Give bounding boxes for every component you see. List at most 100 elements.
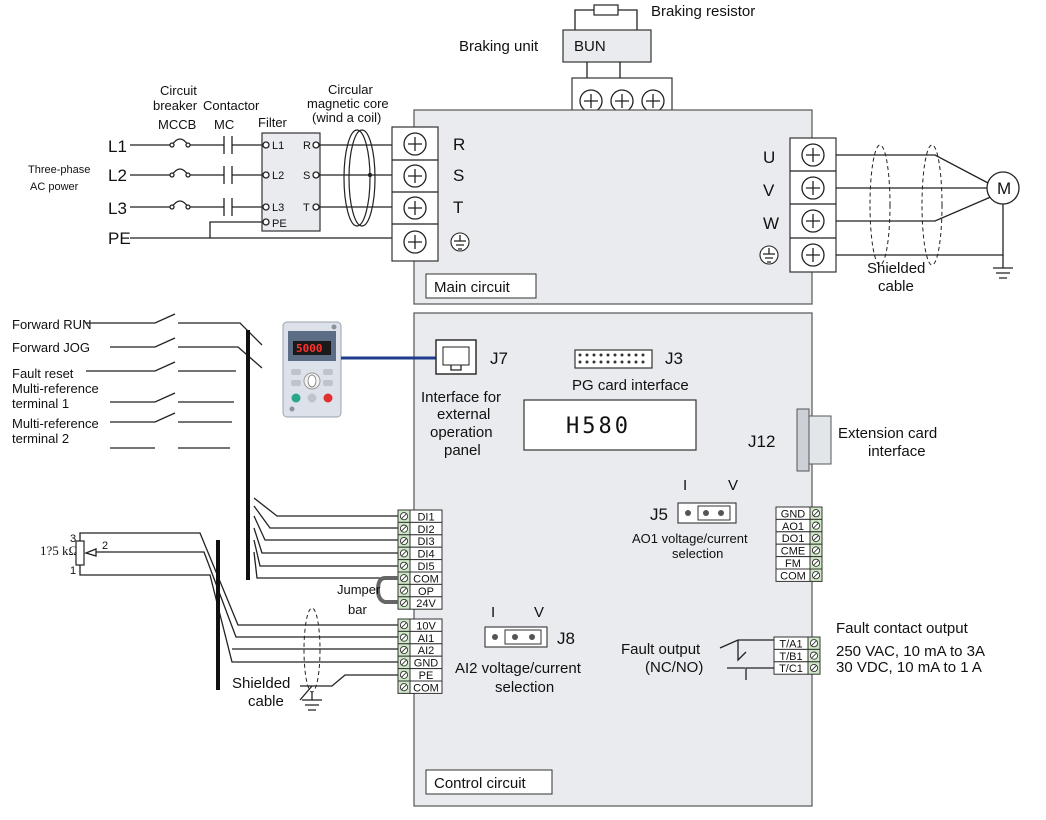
j3-connector-icon — [574, 349, 653, 369]
jumper-bar: Jumper bar — [337, 576, 398, 617]
filter-in-l3: L3 — [272, 202, 284, 214]
j3-pin — [641, 360, 645, 364]
screw-t-icon — [403, 196, 427, 220]
motor-ground-icon — [759, 245, 779, 265]
main-circuit-panel — [413, 109, 813, 305]
ground-icon — [450, 232, 470, 252]
j3-pin — [613, 360, 617, 364]
ao-screw-slot-icon — [813, 547, 819, 554]
switch-label-multi2b: terminal 2 — [12, 431, 69, 446]
j5-v-label: V — [728, 477, 738, 494]
breaker-title-2: breaker — [153, 98, 198, 113]
ao-terminal-label: AO1 — [782, 521, 804, 533]
j3-pin — [585, 353, 589, 357]
braking-unit-name: BUN — [574, 38, 606, 55]
ai-terminal-label: COM — [413, 682, 439, 694]
switch-label-run: Forward RUN — [12, 317, 91, 332]
j8-v-label: V — [534, 604, 544, 621]
braking-unit-box — [562, 29, 652, 63]
braking-resistor-icon — [593, 4, 619, 16]
di-terminal-label: DI2 — [417, 524, 434, 536]
contactor-title: Contactor — [203, 98, 260, 113]
screw-w-icon — [801, 209, 825, 233]
j3-section: J3 PG card interface — [572, 349, 689, 394]
j7-desc-2: external — [437, 406, 490, 423]
j3-pin — [627, 360, 631, 364]
output-w-label: W — [763, 214, 779, 233]
potentiometer: 1?5 kΩ 3 2 1 Shielded cable — [40, 532, 398, 711]
ai-screw-slot-icon — [401, 659, 407, 666]
switch-label-multi2a: Multi-reference — [12, 416, 99, 431]
line-l3-label: L3 — [108, 199, 127, 218]
ai-cable-label-1: Shielded — [232, 675, 290, 692]
switch-label-multi1a: Multi-reference — [12, 381, 99, 396]
j3-pin — [627, 353, 631, 357]
ao-terminal-cell — [775, 568, 811, 582]
j5-name: J5 — [650, 505, 668, 524]
j12-connector-icon — [796, 408, 810, 472]
jumper-label-1: Jumper — [337, 582, 381, 597]
motor-cable-label-2: cable — [878, 278, 914, 295]
ao-terminal-label: COM — [780, 570, 806, 582]
j3-pin — [592, 360, 596, 364]
core-title-2: magnetic core — [307, 96, 389, 111]
relay-terminal-strip: T/A1T/B1T/C1 — [773, 636, 821, 675]
source-label-2: AC power — [30, 181, 79, 193]
screw-pb-icon — [641, 89, 665, 113]
fault-output-label-1: Fault output — [621, 641, 701, 658]
ao-screw-slot-icon — [813, 572, 819, 579]
ao-screw-slot-icon — [813, 510, 819, 517]
power-input-section: Circuit breaker MCCB Contactor MC Filter… — [28, 82, 470, 262]
main-circuit-label: Main circuit — [434, 279, 511, 296]
ai-screw-slot-icon — [401, 634, 407, 641]
j3-pin — [578, 360, 582, 364]
pot-value: 1?5 kΩ — [40, 543, 78, 558]
j3-pin — [641, 353, 645, 357]
line-l1-label: L1 — [108, 137, 127, 156]
ai-terminal-label: AI1 — [418, 633, 435, 645]
contactor-code: MC — [214, 117, 234, 132]
motor-earth-icon — [993, 255, 1013, 279]
fault-output-label-2: (NC/NO) — [645, 659, 703, 676]
screw-u-icon — [801, 143, 825, 167]
j7-desc-3: operation — [430, 424, 493, 441]
filter-in-l2: L2 — [272, 170, 284, 182]
di-screw-slot-icon — [401, 525, 407, 532]
motor-icon — [986, 171, 1020, 205]
j3-pin — [620, 353, 624, 357]
ao-terminal-label: FM — [785, 558, 801, 570]
j3-pin — [599, 353, 603, 357]
j12-desc-1: Extension card — [838, 425, 937, 442]
relay-terminal-label: T/B1 — [779, 651, 802, 663]
ao-screw-slot-icon — [813, 522, 819, 529]
j3-pin — [578, 353, 582, 357]
switch-label-jog: Forward JOG — [12, 340, 90, 355]
j12-desc-2: interface — [868, 443, 926, 460]
pot-pin1: 1 — [70, 565, 76, 577]
di-screw-slot-icon — [401, 575, 407, 582]
di-terminal-label: DI5 — [417, 561, 434, 573]
j5-i-label: I — [683, 477, 687, 494]
line-pe-label: PE — [108, 229, 131, 248]
input-r-label: R — [453, 135, 465, 154]
input-s-label: S — [453, 166, 464, 185]
braking-unit-label: Braking unit — [459, 38, 539, 55]
switch-section: Forward RUN Forward JOG Fault reset Mult… — [12, 313, 398, 580]
ai-screw-slot-icon — [401, 647, 407, 653]
j12-section: J12 Extension card interface — [748, 408, 937, 472]
j8-desc-1: AI2 voltage/current — [455, 660, 582, 677]
fault-contact-1: Fault contact output — [836, 620, 969, 637]
output-u-label: U — [763, 148, 775, 167]
j3-pin — [634, 360, 638, 364]
ai-screw-slot-icon — [401, 622, 407, 629]
screw-motor-pe-icon — [801, 243, 825, 267]
ai-terminal-label: GND — [414, 658, 439, 670]
screw-minus-icon — [610, 89, 634, 113]
input-t-label: T — [453, 198, 463, 217]
j3-pin — [606, 360, 610, 364]
j3-pin — [599, 360, 603, 364]
control-circuit-tag — [425, 769, 553, 795]
jumper-label-2: bar — [348, 602, 367, 617]
j7-desc-1: Interface for — [421, 389, 501, 406]
